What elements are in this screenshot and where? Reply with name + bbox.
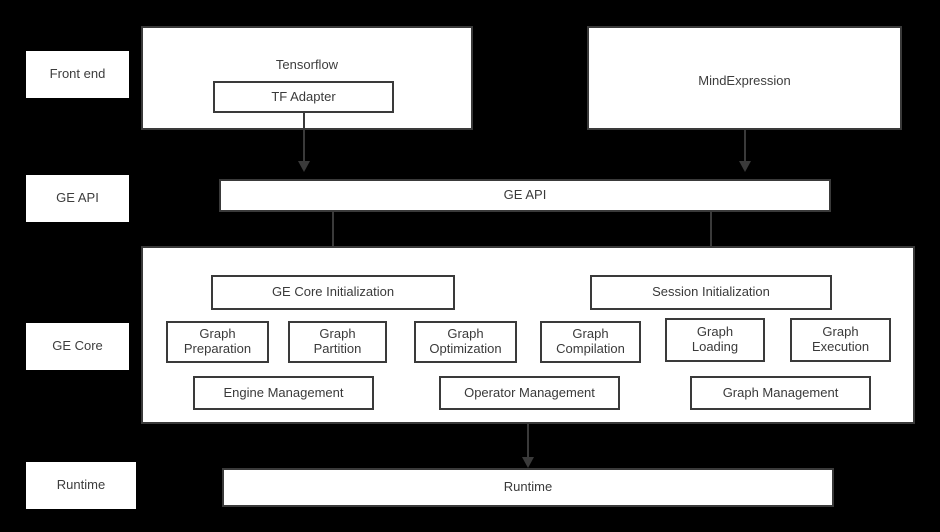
graph-management-label: Graph Management xyxy=(722,384,839,400)
graph-loading-box: Graph Loading xyxy=(665,318,765,362)
graph-loading-label: Graph Loading xyxy=(691,324,739,354)
graph-compilation-box: Graph Compilation xyxy=(540,321,641,363)
graph-preparation-label: Graph Preparation xyxy=(183,326,252,356)
stage-label-ge-core: GE Core xyxy=(26,323,129,370)
operator-management-label: Operator Management xyxy=(464,384,595,400)
graph-management-box: Graph Management xyxy=(690,376,871,410)
stage-label-front-end: Front end xyxy=(26,51,129,98)
connector-ge-api-to-ge-core-init xyxy=(332,212,334,260)
runtime-bar-label: Runtime xyxy=(503,479,553,495)
graph-preparation-box: Graph Preparation xyxy=(166,321,269,363)
stage-label-runtime-text: Runtime xyxy=(56,477,106,493)
ge-core-initialization-box: GE Core Initialization xyxy=(211,275,455,310)
stage-label-front-end-text: Front end xyxy=(49,66,106,82)
tensorflow-container: Tensorflow xyxy=(141,26,473,130)
engine-management-label: Engine Management xyxy=(223,384,344,400)
stage-label-runtime: Runtime xyxy=(26,462,136,509)
ge-core-initialization-label: GE Core Initialization xyxy=(271,284,395,300)
mindexpression-title: MindExpression xyxy=(698,73,791,88)
tf-adapter-box: TF Adapter xyxy=(213,81,394,113)
arrowhead-mindexpression-to-ge-api xyxy=(739,161,751,172)
graph-execution-box: Graph Execution xyxy=(790,318,891,362)
operator-management-box: Operator Management xyxy=(439,376,620,410)
tf-adapter-label: TF Adapter xyxy=(271,88,336,104)
graph-optimization-box: Graph Optimization xyxy=(414,321,517,363)
connector-tf-adapter-to-ge-api xyxy=(303,113,305,163)
engine-management-box: Engine Management xyxy=(193,376,374,410)
tensorflow-title: Tensorflow xyxy=(275,57,339,72)
ge-api-bar-label: GE API xyxy=(503,187,547,203)
runtime-bar: Runtime xyxy=(222,468,834,507)
arrowhead-ge-core-to-runtime xyxy=(522,457,534,468)
mindexpression-container: MindExpression xyxy=(587,26,902,130)
ge-api-bar: GE API xyxy=(219,179,831,212)
stage-label-ge-api: GE API xyxy=(26,175,129,222)
graph-partition-box: Graph Partition xyxy=(288,321,387,363)
graph-execution-label: Graph Execution xyxy=(811,324,870,354)
session-initialization-label: Session Initialization xyxy=(652,284,770,300)
arrowhead-tf-adapter-to-ge-api xyxy=(298,161,310,172)
graph-optimization-label: Graph Optimization xyxy=(429,326,502,356)
graph-compilation-label: Graph Compilation xyxy=(556,326,625,356)
session-initialization-box: Session Initialization xyxy=(590,275,832,310)
stage-label-ge-core-text: GE Core xyxy=(52,338,103,354)
graph-partition-label: Graph Partition xyxy=(313,326,362,356)
stage-label-ge-api-text: GE API xyxy=(56,190,99,206)
connector-ge-core-to-runtime xyxy=(527,424,529,460)
connector-ge-api-to-session-init xyxy=(710,212,712,260)
connector-mindexpression-to-ge-api xyxy=(744,130,746,163)
